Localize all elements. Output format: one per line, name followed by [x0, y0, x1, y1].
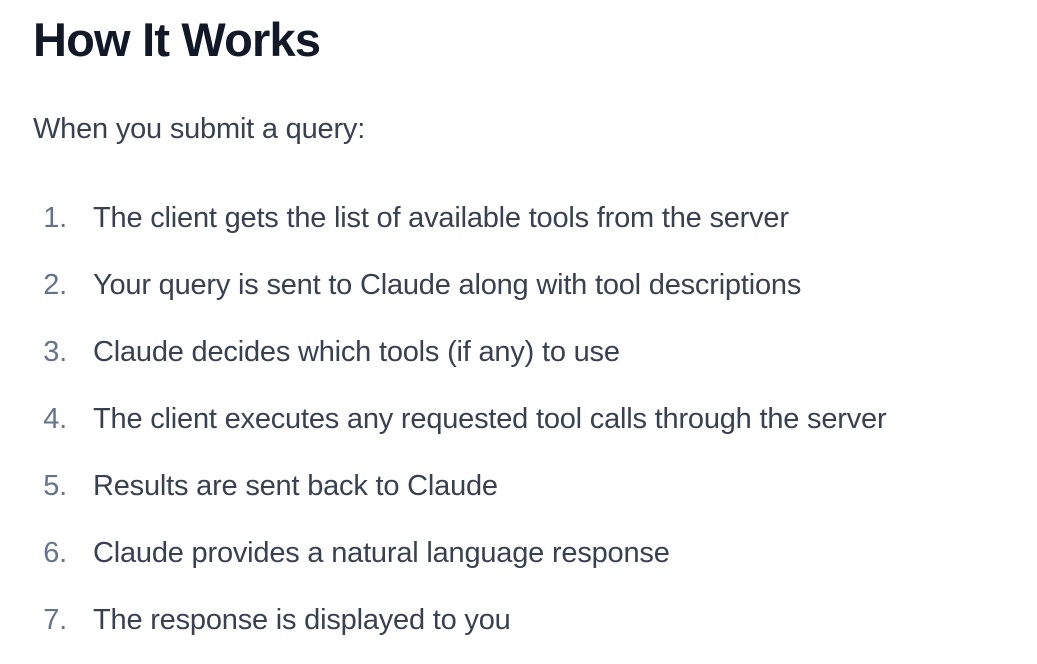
list-item-number: 3.: [43, 336, 67, 368]
list-item-text: The response is displayed to you: [93, 604, 511, 636]
page-title: How It Works: [33, 13, 321, 66]
list-item: 3. Claude decides which tools (if any) t…: [33, 337, 1004, 368]
list-item: 1. The client gets the list of available…: [33, 203, 1004, 234]
list-item-text: Results are sent back to Claude: [93, 470, 498, 502]
list-item-number: 4.: [43, 403, 67, 435]
list-item-number: 1.: [43, 202, 67, 234]
list-item-number: 2.: [43, 269, 67, 301]
list-item-text: The client executes any requested tool c…: [93, 403, 887, 435]
list-item: 7. The response is displayed to you: [33, 605, 1004, 636]
list-item-text: Claude decides which tools (if any) to u…: [93, 336, 620, 368]
document-section: How It Works When you submit a query: 1.…: [33, 13, 1004, 636]
list-item-text: The client gets the list of available to…: [93, 202, 789, 234]
intro-text: When you submit a query:: [33, 113, 366, 145]
list-item: 4. The client executes any requested too…: [33, 404, 1004, 435]
list-item-number: 7.: [43, 604, 67, 636]
list-item: 5. Results are sent back to Claude: [33, 471, 1004, 502]
list-item-number: 5.: [43, 470, 67, 502]
list-item: 6. Claude provides a natural language re…: [33, 538, 1004, 569]
list-item-text: Your query is sent to Claude along with …: [93, 269, 802, 301]
list-item: 2. Your query is sent to Claude along wi…: [33, 270, 1004, 301]
list-item-text: Claude provides a natural language respo…: [93, 537, 670, 569]
steps-list: 1. The client gets the list of available…: [33, 203, 1004, 636]
list-item-number: 6.: [43, 537, 67, 569]
